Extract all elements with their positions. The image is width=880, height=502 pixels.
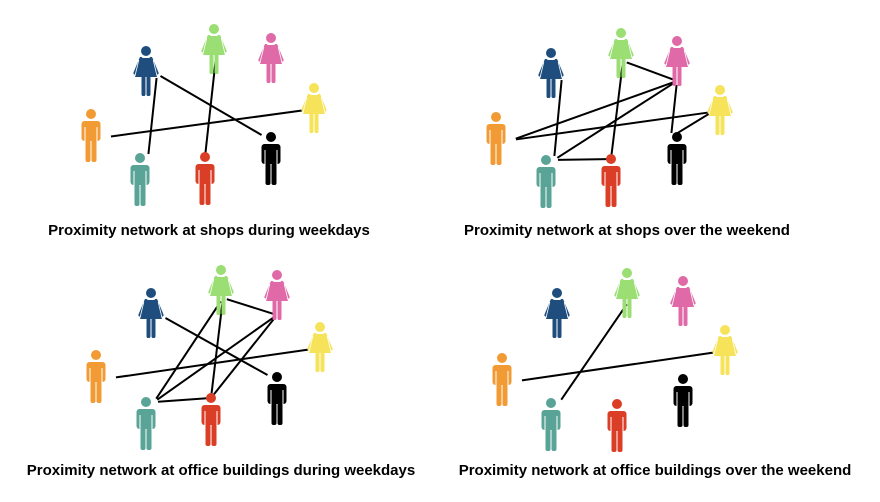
person-black-man-icon [667, 132, 687, 185]
person-orange-man-icon [492, 353, 512, 406]
edge-orange-yellow [110, 109, 303, 138]
person-yellow-woman-icon [712, 325, 738, 375]
person-yellow-woman-icon [707, 85, 733, 135]
person-pink-woman-icon [258, 33, 284, 83]
edges [110, 60, 303, 155]
person-teal-man-icon [536, 155, 556, 208]
edge-orange-yellow [115, 348, 309, 379]
edges [515, 61, 710, 161]
edge-pink-teal [156, 316, 275, 401]
person-blue-woman-icon [544, 288, 570, 338]
person-blue-woman-icon [133, 46, 159, 96]
person-teal-man-icon [136, 397, 156, 450]
person-pink-woman-icon [264, 270, 290, 320]
edge-green-red [210, 301, 224, 395]
person-green-woman-icon [208, 265, 234, 315]
network-panel-1 [81, 24, 327, 206]
edge-teal-red [157, 397, 208, 403]
edge-green-red [610, 64, 624, 156]
person-blue-woman-icon [138, 288, 164, 338]
person-orange-man-icon [81, 109, 101, 162]
edge-orange-yellow [515, 111, 709, 141]
network-panel-3 [86, 265, 333, 450]
edge-green-teal [560, 303, 628, 401]
panel-title-office-weekdays: Proximity network at office buildings du… [26, 462, 416, 479]
edge-green-pink [226, 298, 274, 315]
edge-yellow-black [673, 113, 710, 136]
edge-blue-teal [147, 77, 158, 155]
person-black-man-icon [267, 372, 287, 425]
edges [521, 303, 714, 401]
edge-blue-teal [553, 79, 563, 157]
edge-green-teal [155, 300, 222, 400]
edge-pink-red [212, 317, 276, 396]
person-red-man-icon [195, 152, 215, 205]
person-teal-man-icon [541, 398, 561, 451]
edge-pink-black [670, 84, 678, 134]
edge-green-red [204, 60, 217, 154]
edges [115, 298, 309, 403]
person-yellow-woman-icon [307, 322, 333, 372]
person-black-man-icon [673, 374, 693, 427]
person-red-man-icon [601, 154, 621, 207]
person-red-man-icon [201, 393, 221, 446]
person-green-woman-icon [201, 24, 227, 74]
person-orange-man-icon [86, 350, 106, 403]
panel-title-shops-weekend: Proximity network at shops over the week… [464, 222, 790, 239]
panel-title-office-weekend: Proximity network at office buildings ov… [458, 462, 852, 479]
edge-teal-red [557, 158, 608, 161]
person-green-woman-icon [608, 28, 634, 78]
panel-title-shops-weekdays: Proximity network at shops during weekda… [48, 222, 370, 239]
person-green-woman-icon [614, 268, 640, 318]
person-red-man-icon [607, 399, 627, 452]
person-blue-woman-icon [538, 48, 564, 98]
person-pink-woman-icon [664, 36, 690, 86]
person-yellow-woman-icon [301, 83, 327, 133]
person-orange-man-icon [486, 112, 506, 165]
edge-orange-yellow [521, 351, 714, 382]
network-panel-2 [486, 28, 733, 208]
person-teal-man-icon [130, 153, 150, 206]
edge-green-pink [626, 61, 674, 81]
network-panel-4 [492, 268, 738, 452]
edge-orange-pink [515, 81, 674, 140]
person-black-man-icon [261, 132, 281, 185]
person-pink-woman-icon [670, 276, 696, 326]
